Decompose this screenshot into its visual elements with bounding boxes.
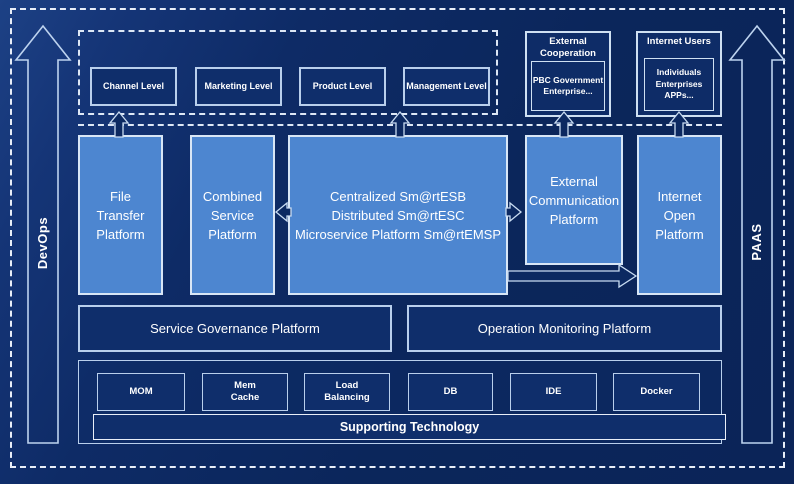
content-line: Individuals bbox=[656, 67, 702, 78]
external-cooperation-title: External Cooperation bbox=[527, 36, 609, 60]
service-governance-platform: Service Governance Platform bbox=[78, 305, 392, 352]
tech-box-mom: MOM bbox=[97, 373, 185, 411]
level-box-management: Management Level bbox=[403, 67, 490, 106]
content-line: Enterprises bbox=[655, 78, 703, 89]
platform-label-line: Communication bbox=[528, 192, 620, 208]
tech-label-line: Balancing bbox=[324, 392, 370, 403]
tech-box-ide: IDE bbox=[510, 373, 597, 411]
platform-label-line: Centralized Sm@rtESB bbox=[329, 188, 467, 204]
platform-internet-open: Internet Open Platform bbox=[637, 135, 722, 295]
platform-label-line: Platform bbox=[208, 226, 257, 242]
platform-label-line: Platform bbox=[96, 226, 145, 242]
platform-label-line: Microservice Platform Sm@rtEMSP bbox=[294, 226, 502, 242]
platform-label-line: External bbox=[550, 173, 598, 189]
platform-label-line: Service bbox=[210, 207, 255, 223]
paas-rail-label: PAAS bbox=[749, 223, 764, 261]
operation-monitoring-platform: Operation Monitoring Platform bbox=[407, 305, 722, 352]
platform-label-line: Platform bbox=[549, 211, 599, 227]
platform-label-line: File bbox=[110, 188, 131, 204]
level-label: Management Level bbox=[406, 81, 487, 91]
external-cooperation-box: External Cooperation PBC Government Ente… bbox=[525, 31, 611, 117]
internet-users-content: Individuals Enterprises APPs... bbox=[644, 58, 714, 111]
content-line: PBC Government bbox=[532, 74, 604, 85]
supporting-technology-label: Supporting Technology bbox=[339, 420, 480, 434]
platform-central-esb: Centralized Sm@rtESB Distributed Sm@rtES… bbox=[288, 135, 508, 295]
platform-label-line: Platform bbox=[655, 226, 704, 242]
tech-label-line: DB bbox=[443, 386, 458, 397]
external-cooperation-content: PBC Government Enterprise... bbox=[531, 61, 605, 111]
platform-combined-service: Combined Service Platform bbox=[190, 135, 275, 295]
platform-label-line: Transfer bbox=[96, 207, 145, 223]
tech-label-line: Docker bbox=[640, 386, 673, 397]
level-box-product: Product Level bbox=[299, 67, 386, 106]
tech-box-db: DB bbox=[408, 373, 493, 411]
tech-box-docker: Docker bbox=[613, 373, 700, 411]
governance-label: Service Governance Platform bbox=[150, 321, 320, 336]
supporting-technology-bar: Supporting Technology bbox=[93, 414, 726, 440]
platform-file-transfer: File Transfer Platform bbox=[78, 135, 163, 295]
tech-box-load-balancing: Load Balancing bbox=[304, 373, 390, 411]
governance-label: Operation Monitoring Platform bbox=[477, 321, 652, 336]
platform-label-line: Open bbox=[663, 207, 696, 223]
tech-label-line: IDE bbox=[545, 386, 562, 397]
level-label: Product Level bbox=[312, 81, 373, 91]
tech-label-line: Cache bbox=[230, 392, 260, 403]
platform-label-line: Combined bbox=[202, 188, 263, 204]
levels-dashed-container bbox=[78, 30, 498, 115]
platform-external-communication: External Communication Platform bbox=[525, 135, 623, 265]
title-line: Cooperation bbox=[540, 48, 596, 59]
tech-box-mem-cache: Mem Cache bbox=[202, 373, 288, 411]
internet-users-box: Internet Users Individuals Enterprises A… bbox=[636, 31, 722, 117]
tech-label-line: MOM bbox=[129, 386, 153, 397]
level-box-channel: Channel Level bbox=[90, 67, 177, 106]
level-box-marketing: Marketing Level bbox=[195, 67, 282, 106]
platform-label-line: Internet bbox=[657, 188, 702, 204]
tech-label-line: Mem bbox=[234, 380, 256, 391]
platform-label-line: Distributed Sm@rtESC bbox=[331, 207, 465, 223]
content-line: APPs... bbox=[664, 90, 694, 101]
title-line: External bbox=[549, 36, 587, 47]
content-line: Enterprise... bbox=[543, 86, 593, 96]
devops-rail-label: DevOps bbox=[35, 216, 50, 270]
dashed-separator-line bbox=[78, 124, 722, 126]
level-label: Marketing Level bbox=[204, 81, 273, 91]
tech-label-line: Load bbox=[335, 380, 359, 391]
internet-users-title: Internet Users bbox=[647, 36, 711, 47]
level-label: Channel Level bbox=[102, 81, 165, 91]
